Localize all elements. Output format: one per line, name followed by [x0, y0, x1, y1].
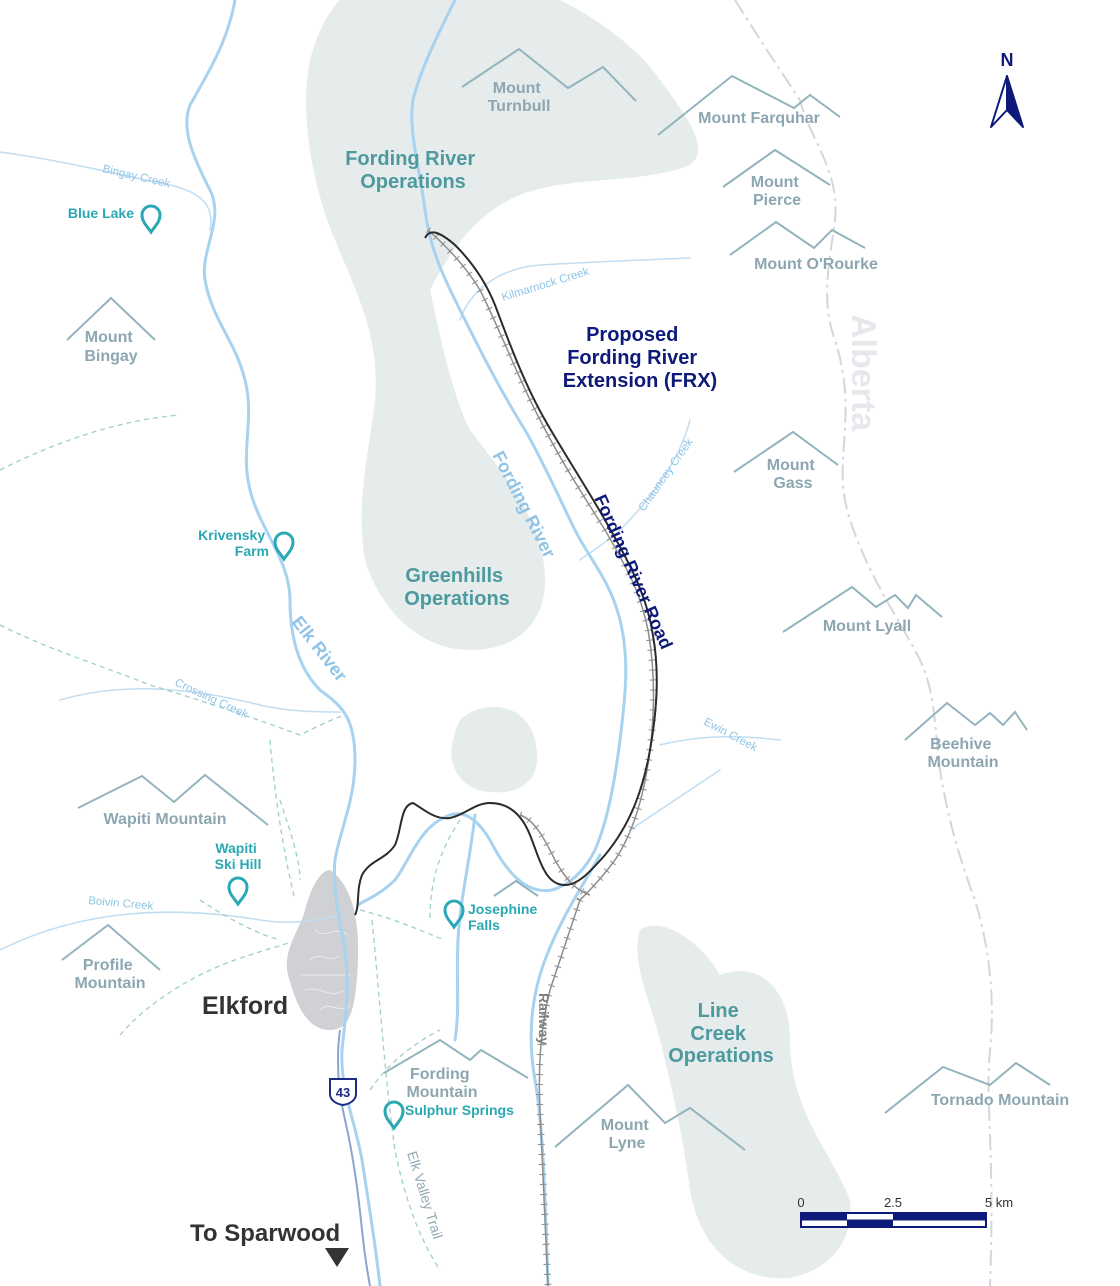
mountain-symbols — [61, 47, 1051, 1151]
to-sparwood-label: To Sparwood — [190, 1220, 340, 1247]
blue-lake-label: Blue Lake — [68, 205, 134, 221]
mount-lyall-label: Mount Lyall — [823, 618, 911, 635]
scale-label-0: 0 — [797, 1195, 804, 1210]
boivin-creek-label: Boivin Creek — [88, 895, 154, 913]
bingay-creek-label: Bingay Creek — [101, 163, 171, 190]
ewin-creek-label: Ewin Creek — [702, 716, 760, 754]
mount-pierce-label: Mount Pierce — [751, 174, 803, 209]
elk-river-line — [185, 0, 382, 1286]
fording-river-road-line — [354, 231, 658, 916]
blue-lake-pin-icon[interactable] — [140, 204, 162, 235]
josephine-falls-label: Josephine Falls — [468, 901, 541, 933]
tornado-mountain-label: Tornado Mountain — [931, 1092, 1069, 1109]
alberta-border — [734, 0, 993, 1286]
mount-orourke-label: Mount O'Rourke — [754, 256, 878, 273]
fording-greenhills-operations-area — [306, 0, 699, 650]
highway-43-line — [336, 1029, 371, 1286]
wapiti-ski-hill-label: Wapiti Ski Hill — [215, 840, 262, 872]
south-arrow-icon — [325, 1248, 349, 1267]
krivensky-farm-label: Krivensky Farm — [198, 527, 269, 559]
mount-gass-label: Mount Gass — [767, 457, 819, 492]
south-fording-branch — [453, 813, 477, 1042]
alberta-label: Alberta — [844, 314, 882, 432]
proposed-frx-label: Proposed Fording River Extension (FRX) — [563, 324, 717, 392]
profile-mountain-label: Profile Mountain — [74, 957, 145, 992]
mount-bingay-label: Mount Bingay — [84, 329, 137, 365]
wapiti-mountain-label: Wapiti Mountain — [104, 811, 227, 828]
elkford-town-area — [286, 870, 359, 1030]
scale-bar: 0 2.5 5 km — [797, 1195, 1013, 1228]
line-creek-operations-area — [637, 925, 851, 1279]
crossing-creek-label: Crossing Creek — [173, 677, 250, 721]
mount-turnbull-label: Mount Turnbull — [488, 80, 551, 115]
josephine-falls-pin-icon[interactable] — [443, 899, 465, 930]
sulphur-springs-label: Sulphur Springs — [405, 1102, 514, 1118]
mount-lyne-label: Mount Lyne — [601, 1117, 653, 1152]
north-label: N — [1001, 50, 1014, 70]
greenhills-operations-label: Greenhills Operations — [404, 565, 510, 610]
fording-mountain-label: Fording Mountain — [406, 1066, 477, 1101]
elkford-label: Elkford — [202, 992, 288, 1020]
wapiti-ski-hill-pin-icon[interactable] — [227, 876, 249, 907]
north-arrow-icon: N — [990, 50, 1024, 128]
operations-areas — [306, 0, 851, 1279]
beehive-mountain-label: Beehive Mountain — [927, 736, 998, 771]
east-branch-river — [529, 853, 602, 1286]
scale-label-5km: 5 km — [985, 1195, 1013, 1210]
chauncey-creek-label: Chauncey Creek — [637, 436, 696, 513]
poi-markers: Blue Lake Krivensky Farm Wapiti Ski Hill… — [68, 204, 541, 1131]
trails — [0, 414, 461, 1271]
highway-43-shield-icon: 43 — [329, 1078, 357, 1107]
fording-river-line — [356, 0, 628, 907]
line-creek-operations-label: Line Creek Operations — [668, 1000, 774, 1067]
mount-farquhar-label: Mount Farquhar — [698, 110, 820, 127]
middle-operations-area — [451, 706, 538, 793]
scale-label-2-5: 2.5 — [884, 1195, 902, 1210]
fording-river-operations-label: Fording River Operations — [345, 148, 481, 193]
highway-43-number: 43 — [336, 1085, 350, 1100]
sulphur-springs-pin-icon[interactable] — [383, 1100, 405, 1131]
krivensky-farm-pin-icon[interactable] — [273, 531, 295, 562]
railway-label: Railway — [536, 993, 552, 1045]
elk-valley-trail-label: Elk Valley Trail — [404, 1149, 446, 1240]
kilmarnock-creek-label: Kilmarnock Creek — [500, 266, 591, 304]
